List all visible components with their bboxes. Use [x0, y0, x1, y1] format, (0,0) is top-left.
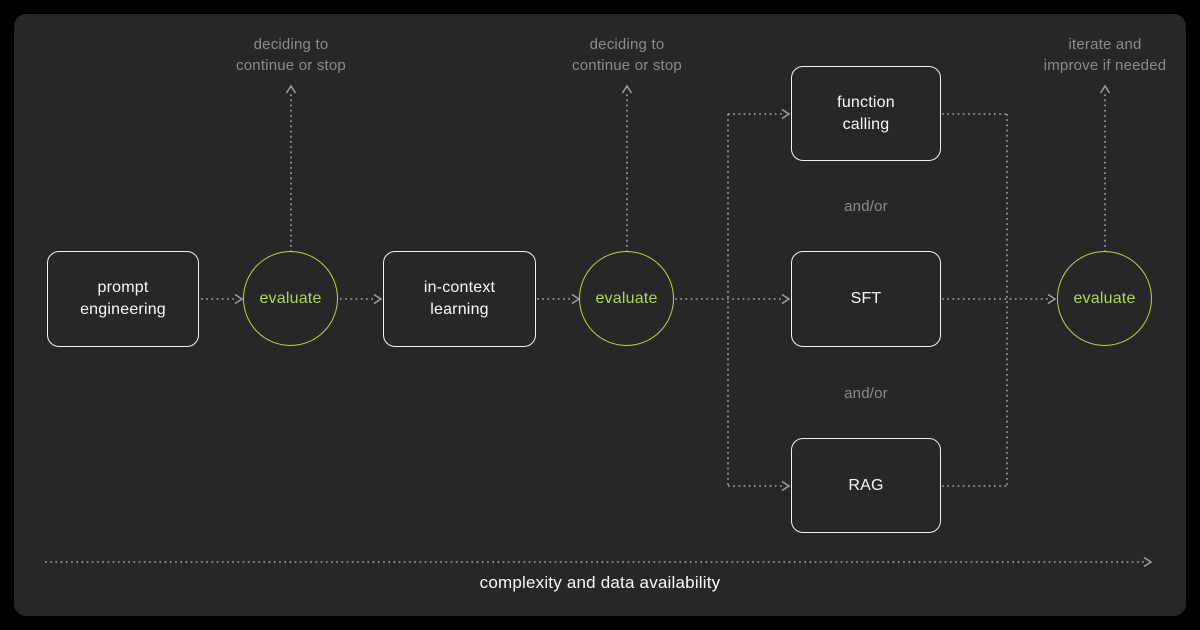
evaluate-node-2: evaluate: [579, 251, 674, 346]
and-or-label-2: and/or: [844, 385, 888, 402]
stage-label-line: function: [837, 93, 895, 111]
note-line: deciding to: [253, 36, 329, 53]
stage-in-context-learning: in-context learning: [383, 251, 536, 347]
stage-label: prompt engineering: [80, 277, 166, 321]
arrowhead-icon: [781, 293, 791, 305]
stage-rag: RAG: [791, 438, 941, 533]
arrowhead-icon: [373, 293, 383, 305]
connector-evaluate1-to-incontext: [340, 293, 383, 305]
stage-label-line: learning: [430, 301, 489, 318]
stage-function-calling: function calling: [791, 66, 941, 161]
stage-label-line: RAG: [848, 476, 884, 494]
arrowhead-icon: [571, 293, 581, 305]
evaluate-label: evaluate: [1073, 289, 1136, 307]
stage-label-line: prompt: [97, 279, 149, 296]
stage-label: function calling: [837, 92, 895, 136]
note-evaluate1: deciding to continue or stop: [211, 34, 371, 76]
arrowhead-icon: [781, 108, 791, 120]
stage-label: in-context learning: [424, 277, 495, 321]
stage-label-line: in-context: [423, 279, 496, 296]
connector-evaluate2-to-sft: [675, 293, 791, 305]
arrowhead-icon: [621, 84, 633, 94]
note-line: improve if needed: [1043, 57, 1167, 74]
connector-evaluate1-up: [285, 84, 297, 252]
stage-label-line: engineering: [80, 301, 166, 318]
connector-sft-to-evaluate3: [942, 293, 1057, 305]
note-line: iterate and: [1068, 36, 1142, 53]
note-line: continue or stop: [236, 57, 346, 74]
evaluate-node-1: evaluate: [243, 251, 338, 346]
evaluate-node-3: evaluate: [1057, 251, 1152, 346]
connector-branch-to-function-calling: [728, 108, 791, 120]
note-line: continue or stop: [572, 57, 682, 74]
stage-sft: SFT: [791, 251, 941, 347]
note-line: deciding to: [589, 36, 665, 53]
note-evaluate3: iterate and improve if needed: [1025, 34, 1185, 76]
evaluate-label: evaluate: [259, 289, 322, 307]
connector-evaluate2-up: [621, 84, 633, 252]
stage-label: SFT: [851, 288, 882, 310]
connector-prompt-to-evaluate1: [201, 293, 244, 305]
stage-label-line: SFT: [850, 290, 882, 307]
and-or-label-1: and/or: [844, 198, 888, 215]
note-evaluate2: deciding to continue or stop: [547, 34, 707, 76]
connector-incontext-to-evaluate2: [537, 293, 581, 305]
arrowhead-icon: [781, 480, 791, 492]
complexity-axis-arrow: [45, 556, 1153, 568]
arrowhead-icon: [1099, 84, 1111, 94]
arrowhead-icon: [1047, 293, 1057, 305]
arrowhead-icon: [234, 293, 244, 305]
arrowhead-icon: [285, 84, 297, 94]
stage-prompt-engineering: prompt engineering: [47, 251, 199, 347]
complexity-axis-label: complexity and data availability: [479, 573, 721, 592]
connector-branch-to-rag: [728, 480, 791, 492]
stage-label-line: calling: [842, 115, 890, 133]
connector-evaluate3-up: [1099, 84, 1111, 252]
arrowhead-icon: [1143, 556, 1153, 568]
stage-label: RAG: [848, 475, 883, 497]
evaluate-label: evaluate: [595, 289, 658, 307]
